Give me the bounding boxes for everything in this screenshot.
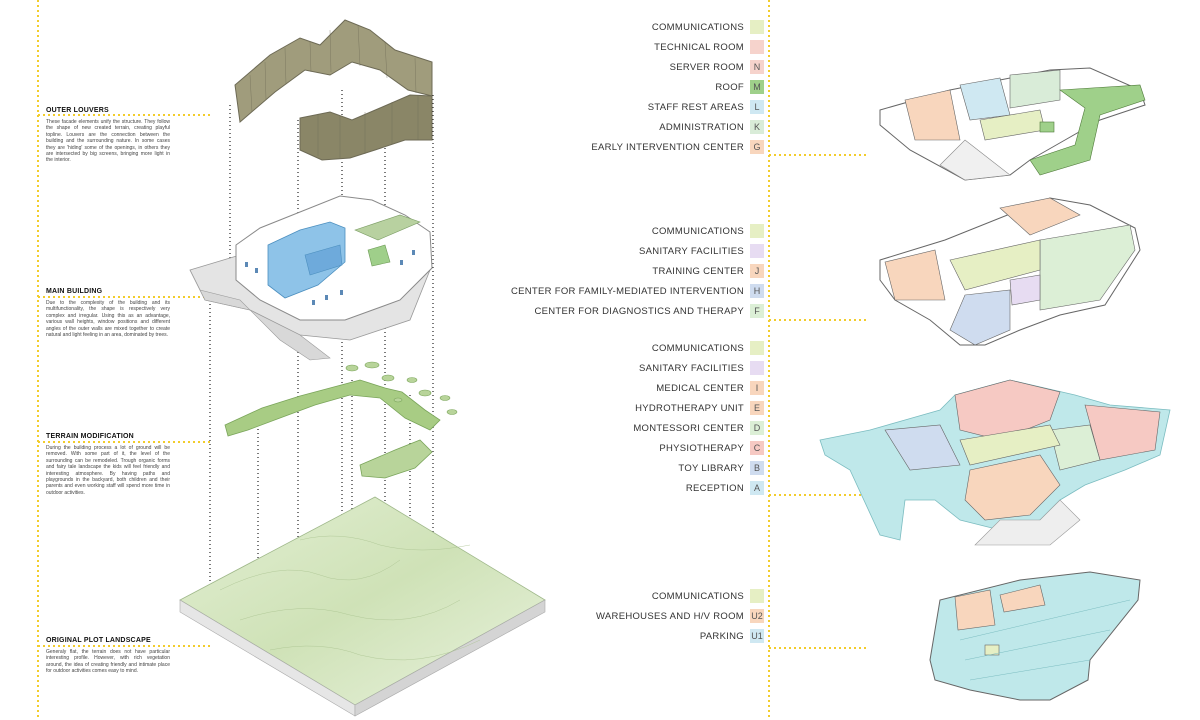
legend-chip: I: [750, 381, 764, 395]
legend-label: WAREHOUSES AND H/V ROOM: [595, 610, 744, 622]
legend-label: TRAINING CENTER: [652, 265, 744, 277]
legend-item: TECHNICAL ROOM: [591, 37, 764, 57]
legend-ground-floor: COMMUNICATIONS SANITARY FACILITIES MEDIC…: [633, 338, 764, 498]
legend-chip: [750, 224, 764, 238]
legend-item: SANITARY FACILITIES: [633, 358, 764, 378]
section-original-plot: ORIGINAL PLOT LANDSCAPE Generaly flat, t…: [46, 636, 170, 675]
legend-label: HYDROTHERAPY UNIT: [635, 402, 744, 414]
legend-item: MEDICAL CENTER I: [633, 378, 764, 398]
original-plot-drawing: [179, 496, 546, 717]
legend-label: EARLY INTERVENTION CENTER: [591, 141, 744, 153]
legend-label: COMMUNICATIONS: [651, 590, 744, 602]
legend-item: CENTER FOR DIAGNOSTICS AND THERAPY F: [511, 301, 764, 321]
legend-item: RECEPTION A: [633, 478, 764, 498]
legend-label: MEDICAL CENTER: [656, 382, 744, 394]
legend-chip: [750, 361, 764, 375]
section-description: During the building process a lot of gro…: [46, 445, 170, 496]
floor-plan-ground: [819, 379, 1171, 546]
legend-label: COMMUNICATIONS: [651, 342, 744, 354]
section-description: These facade elements unify the structur…: [46, 119, 170, 164]
legend-label: PHYSIOTHERAPY: [659, 442, 744, 454]
floor-plan-basement: [929, 571, 1141, 701]
legend-item: ROOF M: [591, 77, 764, 97]
legend-label: SANITARY FACILITIES: [639, 245, 744, 257]
legend-chip: E: [750, 401, 764, 415]
legend-label: CENTER FOR FAMILY-MEDIATED INTERVENTION: [510, 285, 744, 297]
legend-label: TOY LIBRARY: [678, 462, 744, 474]
section-outer-louvers: OUTER LOUVERS These facade elements unif…: [46, 106, 170, 164]
legend-label: CENTER FOR DIAGNOSTICS AND THERAPY: [534, 305, 744, 317]
legend-label: SERVER ROOM: [669, 61, 744, 73]
legend-chip: [750, 589, 764, 603]
legend-chip: N: [750, 60, 764, 74]
legend-item: SANITARY FACILITIES: [511, 241, 764, 261]
legend-label: SANITARY FACILITIES: [639, 362, 744, 374]
legend-chip: B: [750, 461, 764, 475]
legend-item: PHYSIOTHERAPY C: [633, 438, 764, 458]
section-description: Generaly flat, the terrain does not have…: [46, 649, 170, 675]
legend-level-2: COMMUNICATIONS TECHNICAL ROOM SERVER ROO…: [591, 17, 764, 157]
legend-label: RECEPTION: [685, 482, 744, 494]
legend-chip: K: [750, 120, 764, 134]
section-title: TERRAIN MODIFICATION: [46, 433, 134, 440]
legend-chip: D: [750, 421, 764, 435]
legend-basement: COMMUNICATIONS WAREHOUSES AND H/V ROOM U2…: [596, 586, 764, 646]
section-description: Due to the complexity of the building an…: [46, 300, 170, 339]
terrain-modification-drawing: [224, 361, 458, 479]
legend-chip: [750, 20, 764, 34]
legend-item: TOY LIBRARY B: [633, 458, 764, 478]
legend-item: EARLY INTERVENTION CENTER G: [591, 137, 764, 157]
legend-chip: U2: [750, 609, 764, 623]
legend-item: PARKING U1: [596, 626, 764, 646]
legend-item: ADMINISTRATION K: [591, 117, 764, 137]
legend-item: COMMUNICATIONS: [511, 221, 764, 241]
legend-label: ROOF: [715, 81, 744, 93]
legend-item: CENTER FOR FAMILY-MEDIATED INTERVENTION H: [511, 281, 764, 301]
legend-chip: F: [750, 304, 764, 318]
legend-label: STAFF REST AREAS: [647, 101, 744, 113]
legend-label: ADMINISTRATION: [659, 121, 744, 133]
section-terrain-modification: TERRAIN MODIFICATION During the building…: [46, 432, 170, 496]
legend-item: HYDROTHERAPY UNIT E: [633, 398, 764, 418]
section-title: MAIN BUILDING: [46, 288, 103, 295]
legend-chip: U1: [750, 629, 764, 643]
legend-chip: J: [750, 264, 764, 278]
outer-louvers-drawing: [234, 19, 433, 161]
legend-item: COMMUNICATIONS: [591, 17, 764, 37]
legend-item: COMMUNICATIONS: [596, 586, 764, 606]
legend-label: COMMUNICATIONS: [651, 225, 744, 237]
legend-item: MONTESSORI CENTER D: [633, 418, 764, 438]
section-title: ORIGINAL PLOT LANDSCAPE: [46, 637, 151, 644]
legend-item: STAFF REST AREAS L: [591, 97, 764, 117]
legend-item: WAREHOUSES AND H/V ROOM U2: [596, 606, 764, 626]
legend-chip: M: [750, 80, 764, 94]
legend-label: COMMUNICATIONS: [651, 21, 744, 33]
legend-chip: [750, 244, 764, 258]
legend-level-1: COMMUNICATIONS SANITARY FACILITIES TRAIN…: [511, 221, 764, 321]
legend-label: MONTESSORI CENTER: [633, 422, 744, 434]
legend-chip: [750, 341, 764, 355]
legend-item: COMMUNICATIONS: [633, 338, 764, 358]
legend-label: PARKING: [699, 630, 744, 642]
legend-chip: H: [750, 284, 764, 298]
legend-item: TRAINING CENTER J: [511, 261, 764, 281]
legend-chip: A: [750, 481, 764, 495]
legend-chip: C: [750, 441, 764, 455]
main-building-drawing: [189, 195, 433, 361]
legend-chip: L: [750, 100, 764, 114]
section-title: OUTER LOUVERS: [46, 107, 109, 114]
legend-chip: [750, 40, 764, 54]
section-main-building: MAIN BUILDING Due to the complexity of t…: [46, 287, 170, 338]
legend-label: TECHNICAL ROOM: [654, 41, 744, 53]
floor-plan-level-2: [879, 67, 1146, 181]
legend-item: SERVER ROOM N: [591, 57, 764, 77]
floor-plan-level-1: [879, 197, 1141, 346]
legend-chip: G: [750, 140, 764, 154]
